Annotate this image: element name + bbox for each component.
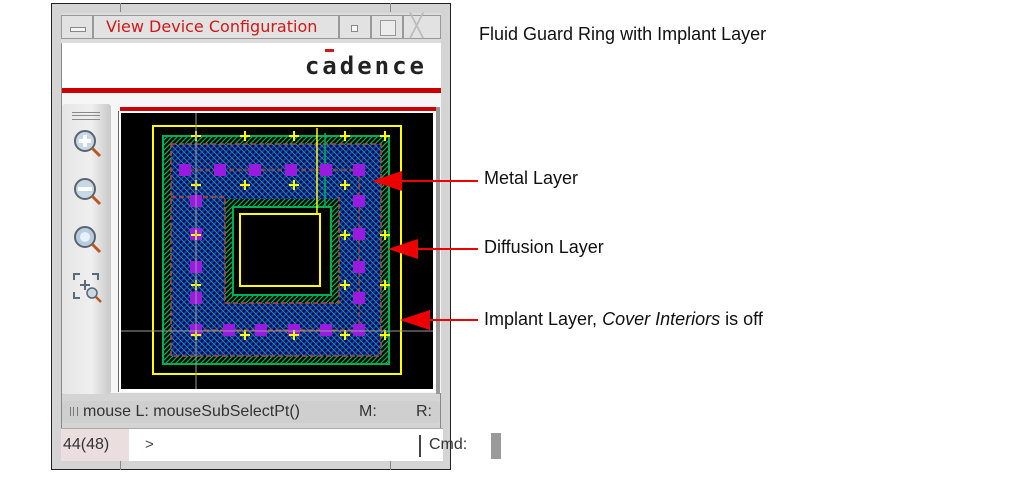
cmd-label: Cmd:: [429, 436, 468, 453]
right-mouse-label: R:: [416, 403, 432, 420]
canvas-vertical-scrollbar[interactable]: [436, 107, 440, 394]
maximize-button[interactable]: [371, 15, 403, 39]
frame-handle-bottom-left[interactable]: [120, 461, 121, 470]
command-count: 44(48): [61, 429, 129, 461]
banner-divider: [62, 88, 441, 93]
zoom-out-icon: [74, 178, 102, 206]
minimize-button[interactable]: [339, 15, 371, 39]
contact-cut: [353, 324, 365, 336]
minimize-icon: [351, 25, 358, 32]
toolbar-grip[interactable]: [72, 112, 100, 120]
contact-cut: [249, 164, 261, 176]
contact-cut: [353, 228, 365, 240]
close-icon: ╳: [410, 14, 424, 39]
contact-cut: [214, 164, 226, 176]
contact-cut: [179, 164, 191, 176]
logo-macron: [325, 49, 334, 52]
zoom-fit-button[interactable]: [72, 224, 104, 256]
layout-drawing: [121, 113, 433, 389]
zoom-out-button[interactable]: [72, 176, 104, 208]
canvas-top-border: [120, 107, 436, 111]
contact-cut: [223, 324, 235, 336]
mouse-status-bar: mouse L: mouseSubSelectPt() M: R:: [62, 401, 440, 423]
figure-title: Fluid Guard Ring with Implant Layer: [479, 24, 767, 44]
zoom-area-button[interactable]: [72, 272, 104, 304]
frame-handle-top-left[interactable]: [120, 3, 121, 12]
zoom-toolbar: [62, 104, 111, 394]
inner-diffusion-boundary: [232, 206, 332, 296]
contact-cut: [353, 164, 365, 176]
command-line: 44(48) Cmd:: [61, 428, 501, 461]
metal-layer-label: Metal Layer: [484, 168, 579, 188]
zoom-in-button[interactable]: [72, 128, 104, 160]
cadence-banner: cadence: [62, 43, 441, 90]
contact-cut: [255, 324, 267, 336]
implant-label-emphasis: Cover Interiors: [602, 309, 721, 329]
frame-handle-bottom-right[interactable]: [390, 461, 391, 470]
frame-handle-top-right[interactable]: [390, 3, 391, 12]
implant-label-prefix: Implant Layer,: [484, 309, 603, 329]
mouse-binding-text: mouse L: mouseSubSelectPt(): [83, 403, 300, 420]
window-menu-button[interactable]: [61, 15, 93, 39]
window-title: View Device Configuration: [93, 15, 339, 39]
maximize-icon: [380, 20, 396, 36]
command-prompt-input[interactable]: [131, 429, 419, 461]
zoom-fit-icon: [74, 226, 102, 254]
implant-label-suffix: is off: [720, 309, 763, 329]
zoom-in-icon: [74, 130, 102, 158]
contact-cut: [353, 292, 365, 304]
command-scrollbar[interactable]: [491, 433, 501, 459]
middle-mouse-label: M:: [359, 403, 377, 420]
zoom-area-icon: [73, 273, 102, 303]
layout-canvas[interactable]: [121, 113, 433, 389]
implant-layer-label: Implant Layer, Cover Interiors is off: [484, 309, 763, 330]
contact-cut: [353, 261, 365, 273]
title-bar[interactable]: View Device Configuration ╳: [61, 13, 441, 44]
cadence-logo: cadence: [304, 52, 427, 80]
close-button[interactable]: ╳: [403, 15, 441, 39]
status-grip-icon[interactable]: [70, 407, 78, 416]
contact-cut: [320, 324, 332, 336]
window-menu-icon: [70, 27, 86, 32]
diffusion-layer-label: Diffusion Layer: [484, 237, 604, 257]
contact-cut: [285, 164, 297, 176]
implant-inner-boundary: [239, 213, 321, 287]
contact-cut: [320, 164, 332, 176]
command-separator: [419, 435, 421, 457]
metal-inner-dash: [171, 196, 340, 304]
metal-outer-dash: [170, 143, 382, 357]
contact-cut: [353, 195, 365, 207]
